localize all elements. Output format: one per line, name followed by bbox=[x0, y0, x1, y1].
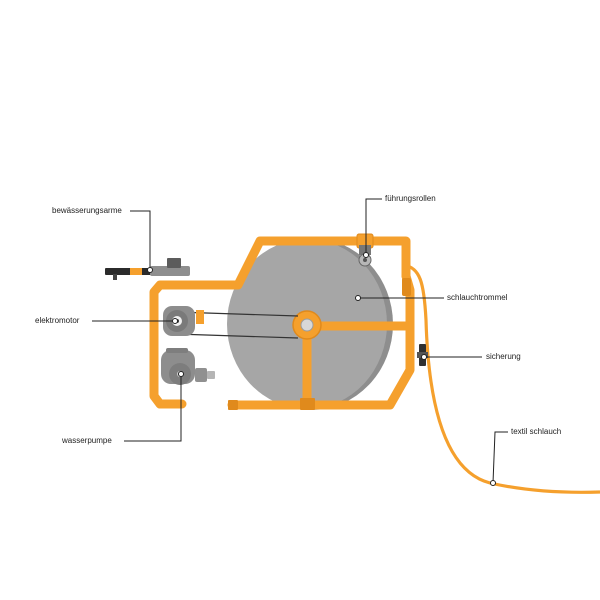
leader-dots bbox=[147, 252, 496, 486]
label-wasserpumpe: wasserpumpe bbox=[62, 436, 112, 445]
leader-wasserpumpe bbox=[124, 374, 182, 442]
leader-bewaesserungsarme bbox=[130, 210, 151, 270]
label-textil-schlauch: textil schlauch bbox=[511, 427, 562, 436]
label-bewaesserungsarme: bewässerungsarme bbox=[52, 206, 122, 215]
irrigation-arm bbox=[105, 258, 190, 280]
label-sicherung: sicherung bbox=[486, 352, 521, 361]
leader-fuehrungsrollen bbox=[365, 198, 382, 255]
leader-textil-schlauch bbox=[492, 431, 508, 484]
dot-textil-schlauch bbox=[490, 480, 496, 486]
drum-hub bbox=[292, 310, 322, 340]
dot-sicherung bbox=[421, 354, 427, 360]
dot-schlauchtrommel bbox=[355, 295, 361, 301]
label-schlauchtrommel: schlauchtrommel bbox=[447, 293, 508, 302]
label-fuehrungsrollen: führungsrollen bbox=[385, 194, 436, 203]
label-elektromotor: elektromotor bbox=[35, 316, 80, 325]
dot-fuehrungsrollen bbox=[363, 252, 369, 258]
dot-wasserpumpe bbox=[178, 371, 184, 377]
dot-elektromotor bbox=[172, 318, 178, 324]
frame-fittings bbox=[228, 233, 411, 410]
dot-bewaesserungsarme bbox=[147, 267, 153, 273]
textile-hose bbox=[403, 263, 600, 494]
water-pump bbox=[161, 348, 215, 385]
leader-lines bbox=[92, 198, 508, 484]
